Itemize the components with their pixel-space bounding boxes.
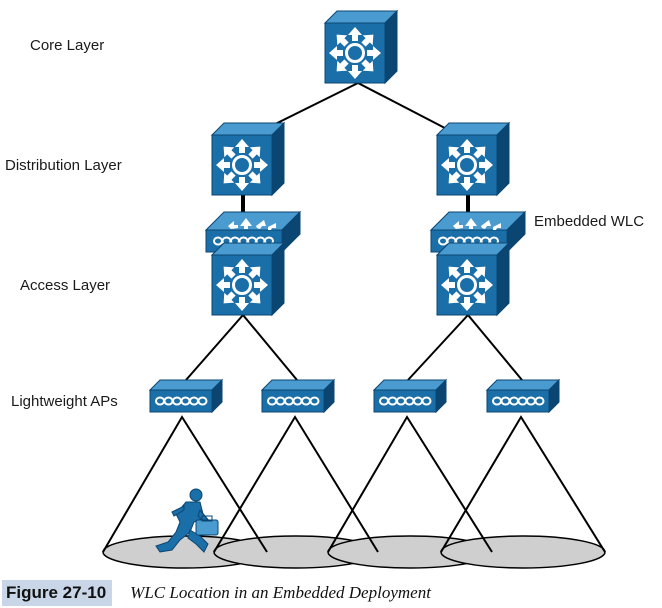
distribution-switch-left-icon	[210, 121, 286, 197]
figure-number: Figure 27-10	[2, 580, 113, 606]
link-access-ap1	[185, 314, 244, 381]
access-layer-label: Access Layer	[20, 277, 111, 294]
embedded-wlc-label: Embedded WLC	[534, 213, 645, 230]
lightweight-ap-1-icon	[149, 379, 223, 413]
figure-caption: Figure 27-10 WLC Location in an Embedded…	[2, 580, 431, 606]
core-switch-icon	[323, 9, 399, 85]
distribution-layer-label: Distribution Layer	[5, 157, 122, 174]
access-ap-links	[185, 314, 523, 381]
distribution-wlc-connectors	[241, 195, 470, 212]
lightweight-ap-2-icon	[261, 379, 335, 413]
link-access-ap3	[407, 314, 469, 381]
access-switch-left-icon	[210, 241, 286, 317]
distribution-switch-right-icon	[435, 121, 511, 197]
lightweight-ap-3-icon	[373, 379, 447, 413]
coverage-cone-4	[440, 415, 606, 553]
coverage-cone-1	[102, 415, 268, 553]
coverage-areas	[102, 535, 606, 569]
figure-title: WLC Location in an Embedded Deployment	[130, 583, 431, 602]
coverage-cone-3	[327, 415, 493, 553]
access-switch-right-icon	[435, 241, 511, 317]
lightweight-ap-4-icon	[486, 379, 560, 413]
link-access-ap4	[467, 314, 523, 381]
core-layer-label: Core Layer	[30, 37, 105, 54]
coverage-cone-2	[213, 415, 379, 553]
coverage-cell-4	[440, 535, 606, 569]
link-access-ap2	[242, 314, 298, 381]
lightweight-aps-label: Lightweight APs	[11, 393, 118, 410]
coverage-cones	[102, 415, 606, 553]
mobile-user-icon	[155, 488, 219, 553]
